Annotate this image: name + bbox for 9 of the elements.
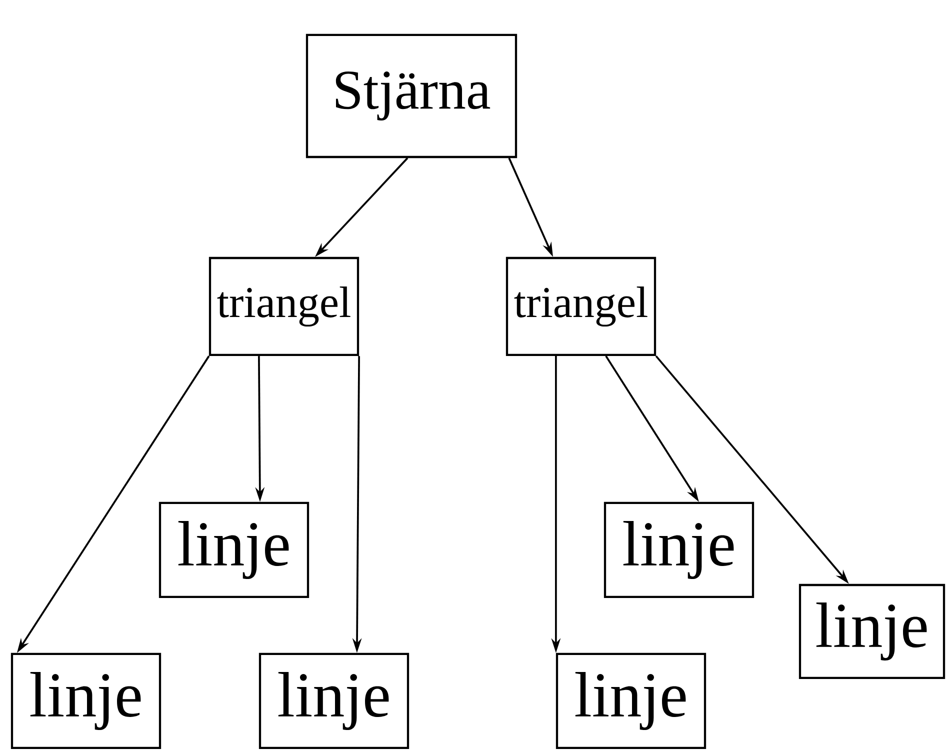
text-box: linje [158,502,310,598]
text-box: Stjärna [306,34,518,158]
text-box: triangel [208,256,360,356]
text-box: linje [798,584,946,680]
text-box: linje [556,652,706,750]
text-box: triangel [506,256,656,356]
text-box: linje [258,652,410,750]
text-box: linje [10,652,162,750]
text-box: linje [604,502,754,598]
